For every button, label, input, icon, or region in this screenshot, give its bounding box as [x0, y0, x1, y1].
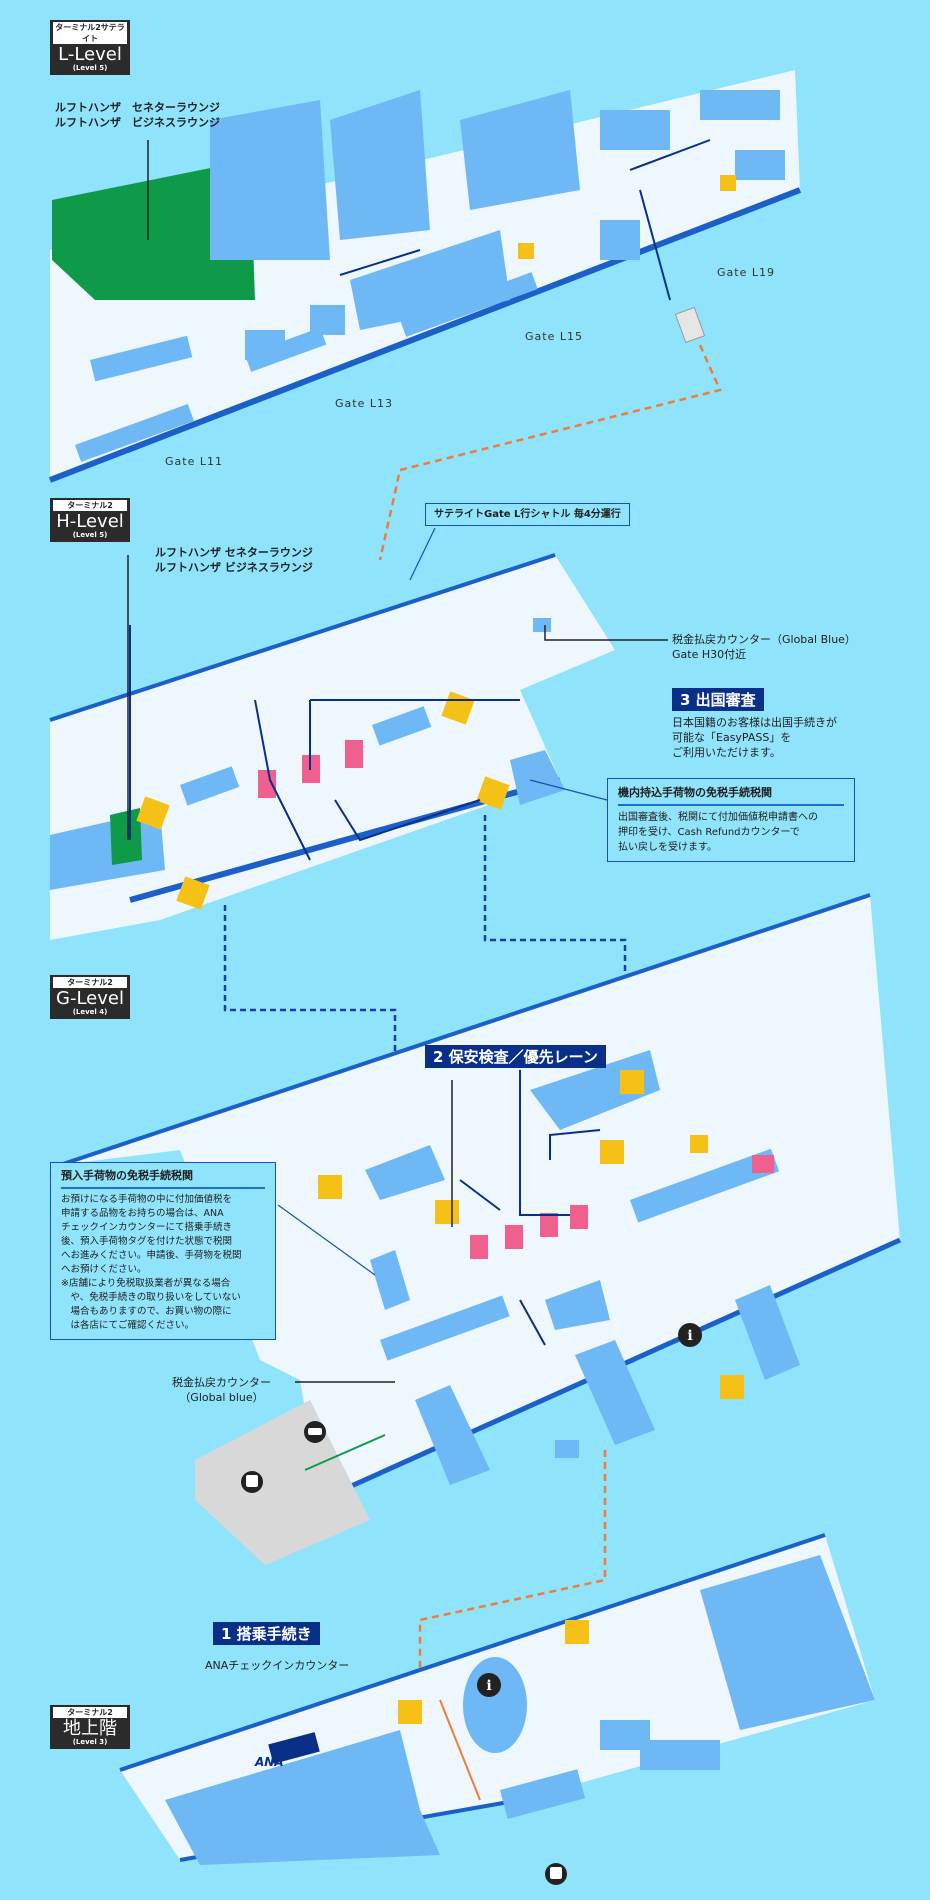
- bus-icon: [545, 1863, 567, 1885]
- h-level-floor: [49, 553, 615, 940]
- ana-counter: [268, 1732, 320, 1764]
- step-1-checkin: 1 搭乗手続き: [213, 1622, 320, 1645]
- lounge-label: ルフトハンザ セネターラウンジ ルフトハンザ ビジネスラウンジ: [55, 101, 220, 129]
- bus-area: [195, 1400, 370, 1565]
- escalator-zone: [518, 243, 534, 259]
- shuttle-icon: [674, 306, 706, 344]
- lufthansa-lounge: [110, 808, 142, 865]
- step-3-immigration: 3 出国審査: [672, 688, 764, 711]
- level-badge-ground: ターミナル2 地上階 (Level 3): [50, 1705, 130, 1749]
- checked-baggage-customs-callout: 預入手荷物の免税手続税関 お預けになる手荷物の中に付加価値税を 申請する品物をお…: [50, 1162, 276, 1340]
- ground-floor: [119, 1533, 875, 1865]
- taxi-icon: [304, 1421, 326, 1443]
- route-g-ground: [418, 1450, 607, 1680]
- shuttle-callout: サテライトGate L行シャトル 毎4分運行: [425, 503, 630, 526]
- g-level-floor: [59, 893, 902, 1565]
- bus-icon: [241, 1471, 263, 1493]
- info-icon: i: [678, 1323, 702, 1347]
- carryon-customs-callout: 機内持込手荷物の免税手続税関 出国審査後、税関にて付加価値税申請書への 押印を受…: [607, 778, 855, 862]
- level-badge-g: ターミナル2 G-Level (Level 4): [50, 975, 130, 1019]
- gate-label: Gate L13: [335, 397, 393, 410]
- lounge-label: ルフトハンザ セネターラウンジ ルフトハンザ ビジネスラウンジ: [155, 546, 313, 574]
- level-badge-h: ターミナル2 H-Level (Level 5): [50, 498, 130, 542]
- easypass-note: 日本国籍のお客様は出国手続きが 可能な「EasyPASS」を ご利用いただけます…: [672, 716, 837, 759]
- ana-logo: ANA: [255, 1755, 284, 1769]
- svg-text:i: i: [687, 1328, 692, 1344]
- level-badge-l: ターミナル2サテライト L-Level (Level 5): [50, 20, 130, 75]
- l-level-floor: [48, 70, 802, 483]
- gate-label: Gate L11: [165, 455, 223, 468]
- tax-refund-label: 税金払戻カウンター（Global Blue） Gate H30付近: [672, 633, 856, 661]
- svg-text:i: i: [486, 1678, 491, 1694]
- ana-counter-label: ANAチェックインカウンター: [205, 1659, 350, 1672]
- gate-label: Gate L15: [525, 330, 583, 343]
- info-icon: i: [477, 1673, 501, 1697]
- tax-refund-label: 税金払戻カウンター （Global blue）: [172, 1376, 271, 1404]
- gate-label: Gate L19: [717, 266, 775, 279]
- shuttle-route: [378, 344, 722, 561]
- escalator-zone: [720, 175, 736, 191]
- lufthansa-lounge: [52, 160, 255, 300]
- step-2-security: 2 保安検査／優先レーン: [425, 1045, 606, 1068]
